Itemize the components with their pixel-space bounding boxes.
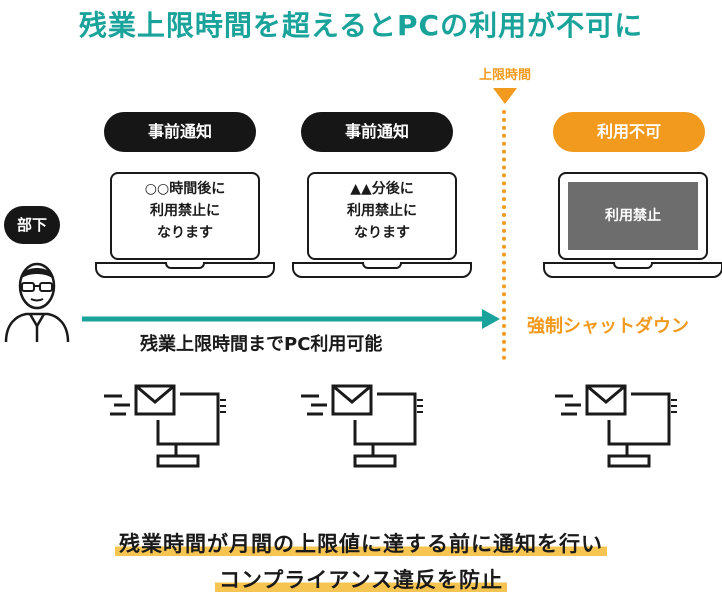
blocked-pill: 利用不可 <box>553 112 705 152</box>
laptop-screen: ▲▲分後に 利用禁止に なります <box>307 172 457 260</box>
notice-message-line: 利用禁止に <box>347 203 417 219</box>
notice-pill-1: 事前通知 <box>104 112 256 152</box>
laptop-notice-1: ○○時間後に 利用禁止に なります <box>95 172 275 282</box>
laptop-screen: ○○時間後に 利用禁止に なります <box>110 172 260 260</box>
desktop-monitor-icon <box>301 384 423 468</box>
laptop-blocked: 利用禁止 <box>543 172 722 282</box>
summary-line-1: 残業時間が月間の上限値に達する前に通知を行い <box>115 532 607 556</box>
laptop-screen: 利用禁止 <box>558 172 708 260</box>
person-with-glasses-icon <box>4 262 70 343</box>
notice-message-line: なります <box>354 225 410 241</box>
notice-message-line: なります <box>157 225 213 241</box>
limit-marker-triangle-icon <box>493 88 517 104</box>
notice-message-line: ▲▲分後に <box>350 181 414 197</box>
limit-time-label: 上限時間 <box>478 68 531 83</box>
laptop-notch <box>613 262 653 269</box>
notice-message-line: 利用禁止に <box>150 203 220 219</box>
notice-message-line: ○○時間後に <box>144 181 226 197</box>
summary-line-1-wrap: 残業時間が月間の上限値に達する前に通知を行い <box>0 528 722 558</box>
desktop-monitor-icon <box>104 384 226 468</box>
diagram-title: 残業上限時間を超えるとPCの利用が不可に <box>78 9 644 42</box>
arrow-caption: 残業上限時間までPC利用可能 <box>140 334 383 355</box>
availability-arrow <box>82 309 500 329</box>
summary-line-2: コンプライアンス違反を防止 <box>214 568 508 592</box>
desktop-monitor-icon <box>555 384 677 468</box>
laptop-notch <box>165 262 205 269</box>
forced-shutdown-label: 強制シャットダウン <box>527 316 689 337</box>
blocked-screen-text: 利用禁止 <box>568 182 698 250</box>
notice-pill-2: 事前通知 <box>301 112 453 152</box>
limit-dotted-line <box>502 110 506 360</box>
laptop-notice-2: ▲▲分後に 利用禁止に なります <box>292 172 472 282</box>
person-pill: 部下 <box>4 206 60 244</box>
summary-line-2-wrap: コンプライアンス違反を防止 <box>0 564 722 594</box>
laptop-notch <box>362 262 402 269</box>
